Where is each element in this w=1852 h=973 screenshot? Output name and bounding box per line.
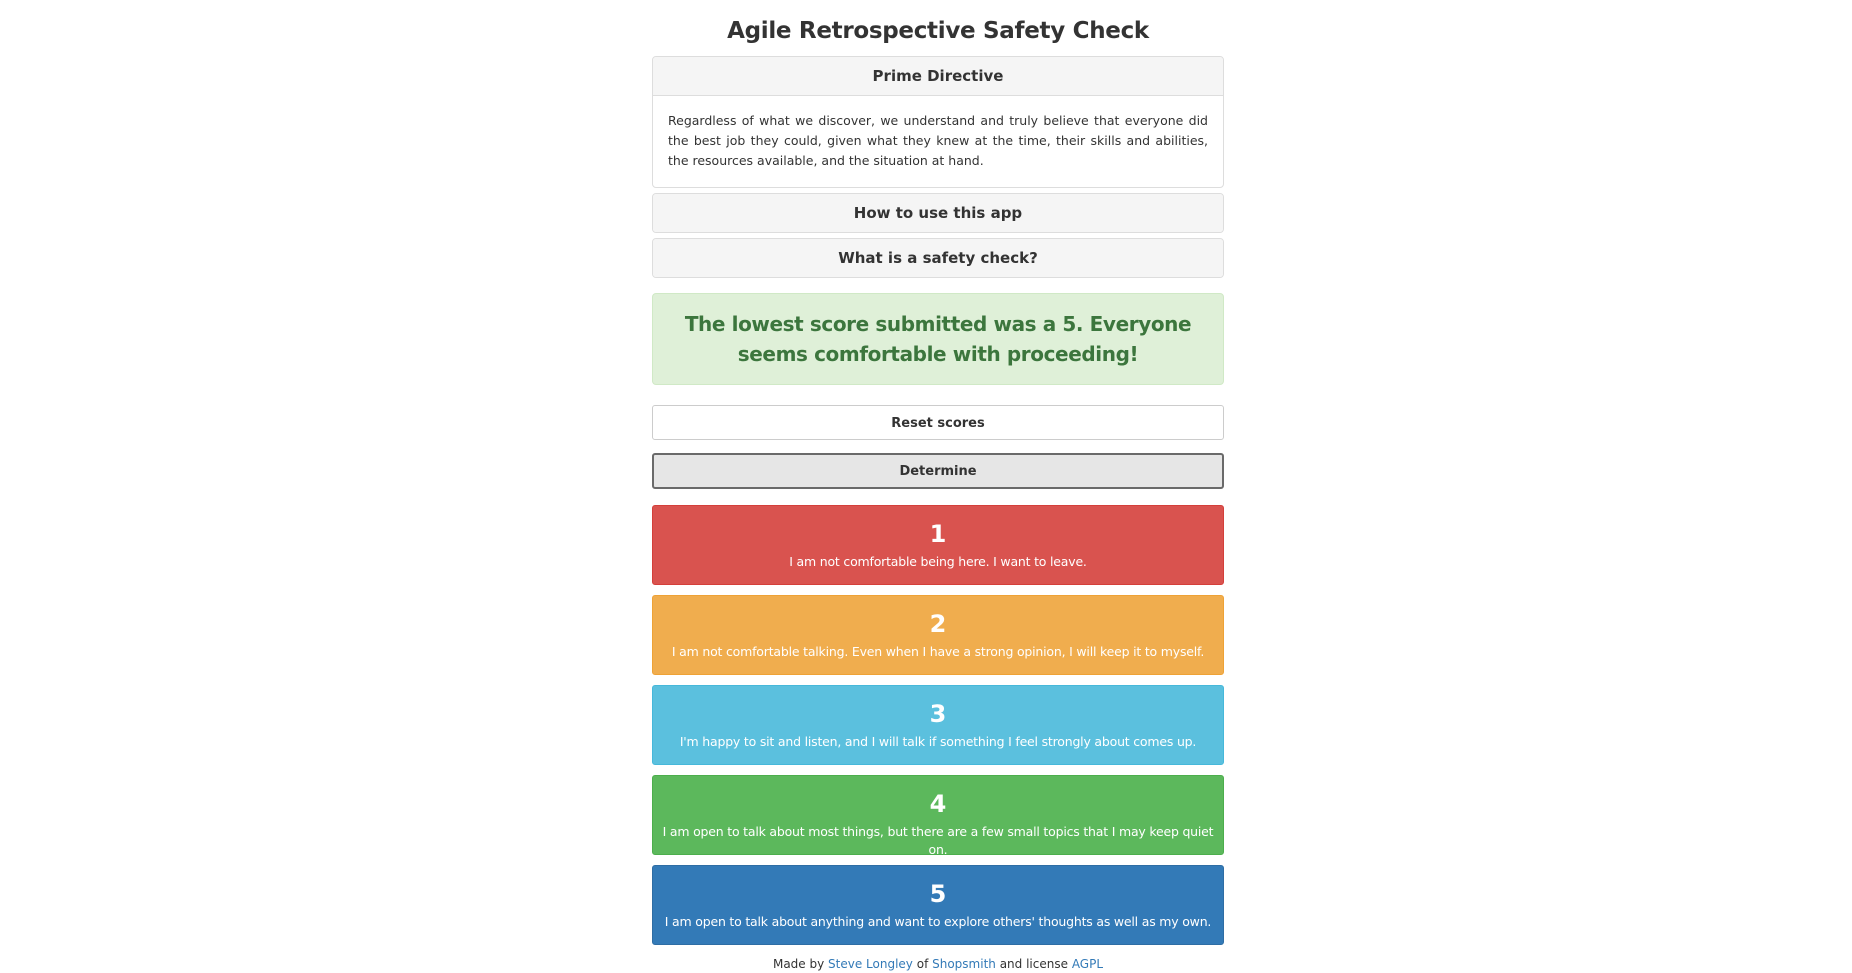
score-description: I am open to talk about anything and wan… bbox=[664, 914, 1212, 929]
footer-prefix: Made by bbox=[772, 957, 829, 971]
how-to-use-heading[interactable]: How to use this app bbox=[653, 194, 1223, 232]
page-title: Agile Retrospective Safety Check bbox=[727, 18, 1149, 44]
score-value: 4 bbox=[929, 790, 947, 818]
score-description: I am open to talk about most things, but… bbox=[662, 824, 1214, 857]
footer-tail: and license bbox=[995, 957, 1072, 971]
score-description: I am not comfortable talking. Even when … bbox=[671, 644, 1205, 659]
score-value: 3 bbox=[929, 700, 947, 728]
footer-license-link[interactable]: AGPL bbox=[1071, 957, 1104, 971]
score-option-4[interactable]: 4 I am open to talk about most things, b… bbox=[652, 775, 1224, 857]
score-option-1[interactable]: 1 I am not comfortable being here. I wan… bbox=[652, 505, 1224, 585]
prime-directive-heading[interactable]: Prime Directive bbox=[653, 57, 1223, 96]
panel-safety-check-info: What is a safety check? bbox=[652, 238, 1224, 278]
panel-how-to-use: How to use this app bbox=[652, 193, 1224, 233]
score-description: I am not comfortable being here. I want … bbox=[789, 554, 1087, 569]
footer-company-link[interactable]: Shopsmith bbox=[932, 957, 996, 971]
prime-directive-text: Regardless of what we discover, we under… bbox=[668, 113, 1208, 168]
result-alert: The lowest score submitted was a 5. Ever… bbox=[652, 293, 1224, 385]
score-option-2[interactable]: 2 I am not comfortable talking. Even whe… bbox=[652, 595, 1224, 675]
footer: Made by Steve Longley of Shopsmith and l… bbox=[652, 955, 1224, 973]
determine-button[interactable]: Determine bbox=[652, 453, 1224, 489]
score-value: 1 bbox=[929, 520, 947, 548]
footer-middle: of bbox=[912, 957, 933, 971]
score-option-3[interactable]: 3 I'm happy to sit and listen, and I wil… bbox=[652, 685, 1224, 765]
score-options: 1 I am not comfortable being here. I wan… bbox=[652, 505, 1224, 945]
panel-prime-directive: Prime Directive Regardless of what we di… bbox=[652, 56, 1224, 188]
score-description: I'm happy to sit and listen, and I will … bbox=[679, 734, 1197, 749]
footer-author-link[interactable]: Steve Longley bbox=[828, 957, 913, 971]
score-value: 2 bbox=[929, 610, 947, 638]
safety-check-info-heading[interactable]: What is a safety check? bbox=[653, 239, 1223, 277]
score-option-5[interactable]: 5 I am open to talk about anything and w… bbox=[652, 865, 1224, 945]
score-value: 5 bbox=[929, 880, 947, 908]
reset-scores-button[interactable]: Reset scores bbox=[652, 405, 1224, 440]
page-container: Agile Retrospective Safety Check Prime D… bbox=[652, 0, 1224, 973]
